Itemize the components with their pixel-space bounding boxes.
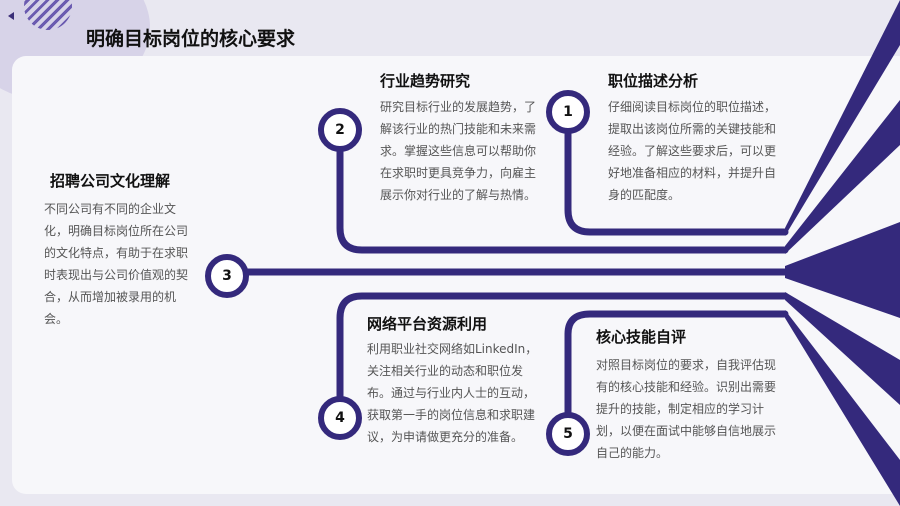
item-3-desc: 不同公司有不同的企业文化，明确目标岗位所在公司的文化特点，有助于在求职时表现出与… [44,202,189,326]
item-4-desc: 利用职业社交网络如LinkedIn，关注相关行业的动态和职位发布。通过与行业内人… [367,342,538,444]
connector-5 [564,310,789,438]
step-node-5: 5 [546,412,590,456]
ribbon-3 [785,222,900,318]
item-1-title: 职位描述分析 [608,72,699,90]
connector-2 [336,124,789,254]
back-arrow-icon[interactable] [8,12,14,20]
connector-1 [564,106,789,236]
ribbon-1 [785,0,900,236]
item-1-desc: 仔细阅读目标岗位的职位描述，提取出该岗位所需的关键技能和经验。了解这些要求后，可… [608,100,777,202]
item-4-title: 网络平台资源利用 [367,315,488,333]
page-title: 明确目标岗位的核心要求 [86,28,296,50]
connector-4 [336,292,789,424]
item-2-desc: 研究目标行业的发展趋势，了解该行业的热门技能和未来需求。掌握这些信息可以帮助你在… [380,100,537,202]
item-2-title: 行业趋势研究 [380,72,471,90]
ribbon-2 [785,100,900,254]
step-node-4: 4 [318,396,362,440]
step-node-1: 1 [546,90,590,134]
item-5-desc: 对照目标岗位的要求，自我评估现有的核心技能和经验。识别出需要提升的技能，制定相应… [596,358,777,460]
step-node-2: 2 [318,108,362,152]
item-5-title: 核心技能自评 [596,328,687,346]
step-node-3: 3 [205,254,249,298]
ribbon-4 [785,292,900,405]
ribbon-5 [785,310,900,506]
item-3-title: 招聘公司文化理解 [50,172,171,190]
